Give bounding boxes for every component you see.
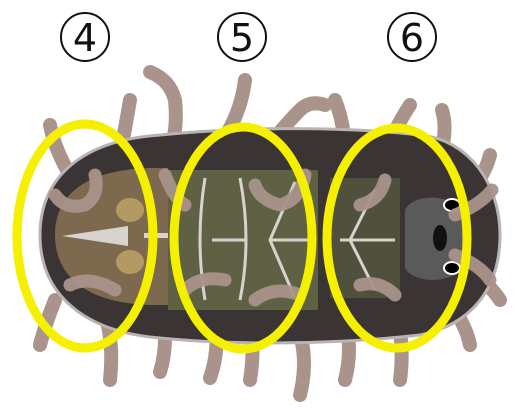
label-5-text: 5 bbox=[230, 16, 254, 60]
label-5: 5 bbox=[218, 13, 266, 61]
eye-lower-icon bbox=[444, 262, 460, 274]
label-4-text: 4 bbox=[73, 16, 97, 60]
abdomen-spot-lower bbox=[116, 250, 144, 274]
label-4: 4 bbox=[61, 13, 109, 61]
head-mouth-spot bbox=[433, 225, 447, 251]
label-6-text: 6 bbox=[400, 16, 424, 60]
larva-body bbox=[40, 129, 500, 343]
abdomen-spot-upper bbox=[116, 198, 144, 222]
label-6: 6 bbox=[388, 13, 436, 61]
